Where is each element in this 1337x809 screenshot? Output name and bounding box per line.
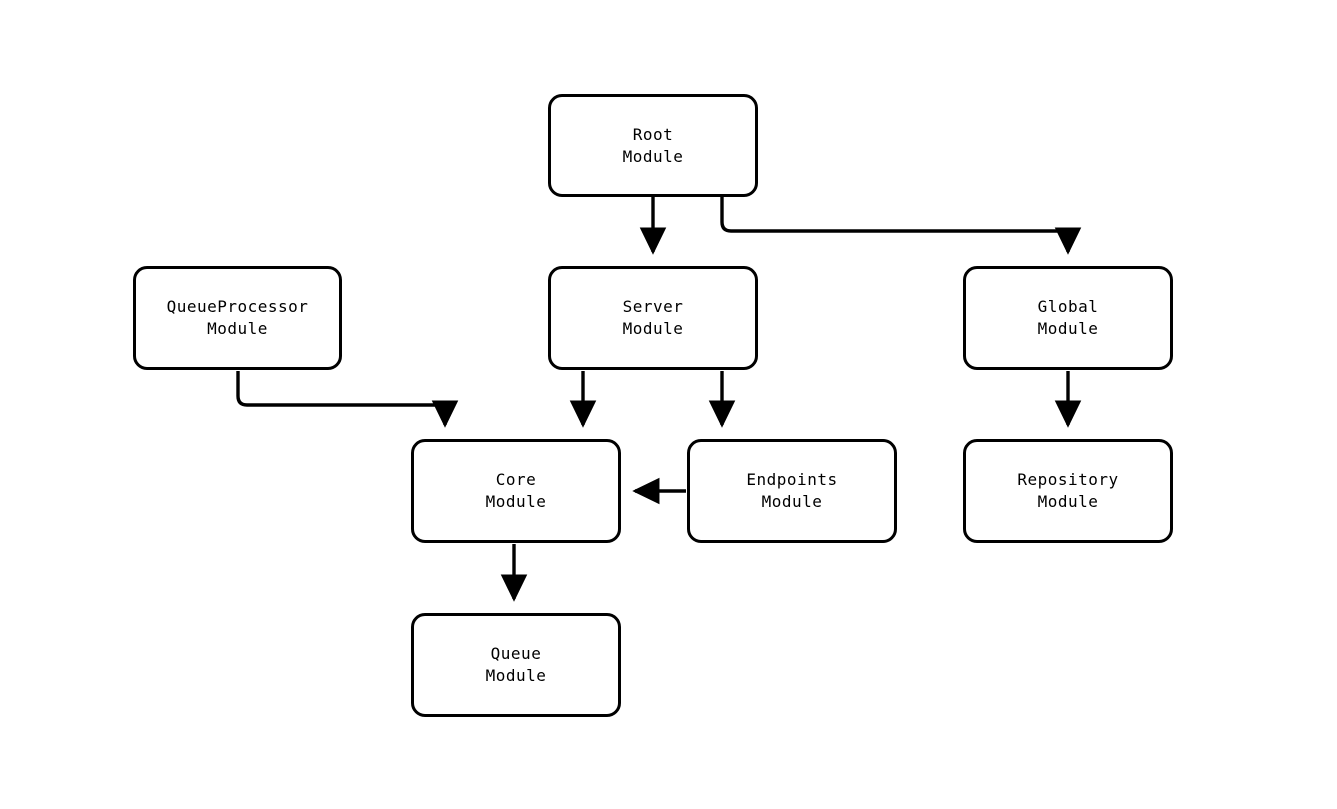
- node-global-module[interactable]: Global Module: [963, 266, 1173, 370]
- node-server-module-suffix: Module: [622, 319, 684, 338]
- node-queue-module[interactable]: Queue Module: [411, 613, 621, 717]
- edge-queueprocessor-to-core: [236, 371, 459, 428]
- node-queue-module-suffix: Module: [485, 666, 547, 685]
- node-root-module[interactable]: Root Module: [548, 94, 758, 197]
- node-endpoints-module[interactable]: Endpoints Module: [687, 439, 897, 543]
- node-repository-module[interactable]: Repository Module: [963, 439, 1173, 543]
- node-core-module-suffix: Module: [485, 492, 547, 511]
- node-queueprocessor-module-name: QueueProcessor: [166, 297, 309, 316]
- node-repository-module-name: Repository: [1017, 470, 1119, 489]
- edge-root-to-global: [720, 197, 1082, 255]
- node-core-module[interactable]: Core Module: [411, 439, 621, 543]
- node-server-module[interactable]: Server Module: [548, 266, 758, 370]
- node-queue-module-name: Queue: [490, 644, 542, 663]
- node-root-module-suffix: Module: [622, 146, 684, 166]
- node-endpoints-module-name: Endpoints: [746, 470, 838, 489]
- node-queueprocessor-module-suffix: Module: [207, 319, 268, 338]
- node-server-module-name: Server: [622, 297, 684, 316]
- node-repository-module-suffix: Module: [1037, 492, 1099, 511]
- node-endpoints-module-suffix: Module: [761, 492, 823, 511]
- node-global-module-suffix: Module: [1037, 319, 1099, 338]
- node-queueprocessor-module[interactable]: QueueProcessor Module: [133, 266, 342, 370]
- node-global-module-name: Global: [1037, 297, 1099, 316]
- node-core-module-name: Core: [495, 470, 537, 489]
- node-root-module-name: Root: [632, 124, 674, 144]
